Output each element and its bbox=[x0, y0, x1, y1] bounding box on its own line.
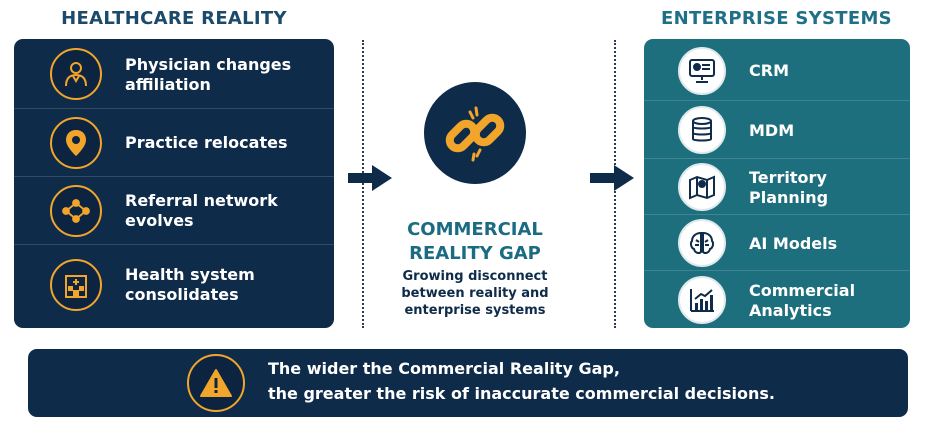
healthcare-reality-panel: Physician changes affiliation Practice r… bbox=[14, 39, 334, 328]
healthcare-reality-heading: HEALTHCARE REALITY bbox=[61, 8, 287, 29]
row-label: Physician changes affiliation bbox=[125, 55, 292, 94]
list-item: Commercial Analytics bbox=[644, 271, 910, 328]
row-label: Territory Planning bbox=[749, 168, 829, 207]
list-item: Referral network evolves bbox=[14, 177, 334, 245]
list-item: MDM bbox=[644, 101, 910, 159]
physician-icon bbox=[50, 48, 102, 100]
list-item: CRM bbox=[644, 39, 910, 101]
right-arrow-icon bbox=[590, 165, 634, 191]
row-label: Referral network evolves bbox=[125, 191, 278, 230]
list-item: Health system consolidates bbox=[14, 245, 334, 328]
row-label: Commercial Analytics bbox=[749, 281, 856, 320]
gap-title: COMMERCIAL REALITY GAP bbox=[407, 219, 543, 264]
database-icon bbox=[678, 106, 726, 154]
right-arrow-icon bbox=[348, 165, 392, 191]
list-item: Territory Planning bbox=[644, 159, 910, 215]
broken-chain-icon bbox=[424, 82, 526, 184]
warning-icon bbox=[187, 354, 245, 412]
enterprise-systems-heading: ENTERPRISE SYSTEMS bbox=[661, 8, 892, 29]
gap-description: Growing disconnect between reality and e… bbox=[401, 269, 549, 318]
row-label: AI Models bbox=[749, 234, 838, 253]
location-pin-icon bbox=[50, 117, 102, 169]
banner-line-2: the greater the risk of inaccurate comme… bbox=[268, 384, 775, 403]
network-icon bbox=[50, 185, 102, 237]
row-label: MDM bbox=[749, 121, 795, 140]
row-label: Health system consolidates bbox=[125, 265, 255, 304]
enterprise-systems-panel: CRM MDM Territory Planning bbox=[644, 39, 910, 328]
crm-monitor-icon bbox=[678, 47, 726, 95]
list-item: Practice relocates bbox=[14, 109, 334, 177]
hospital-building-icon bbox=[50, 259, 102, 311]
list-item: Physician changes affiliation bbox=[14, 39, 334, 109]
banner-line-1: The wider the Commercial Reality Gap, bbox=[268, 359, 620, 378]
list-item: AI Models bbox=[644, 215, 910, 271]
row-label: CRM bbox=[749, 61, 789, 80]
dotted-divider bbox=[362, 40, 364, 328]
risk-banner: The wider the Commercial Reality Gap, th… bbox=[28, 349, 908, 417]
row-label: Practice relocates bbox=[125, 133, 288, 152]
map-pin-icon bbox=[678, 163, 726, 211]
brain-icon bbox=[678, 219, 726, 267]
bar-chart-icon bbox=[678, 276, 726, 324]
